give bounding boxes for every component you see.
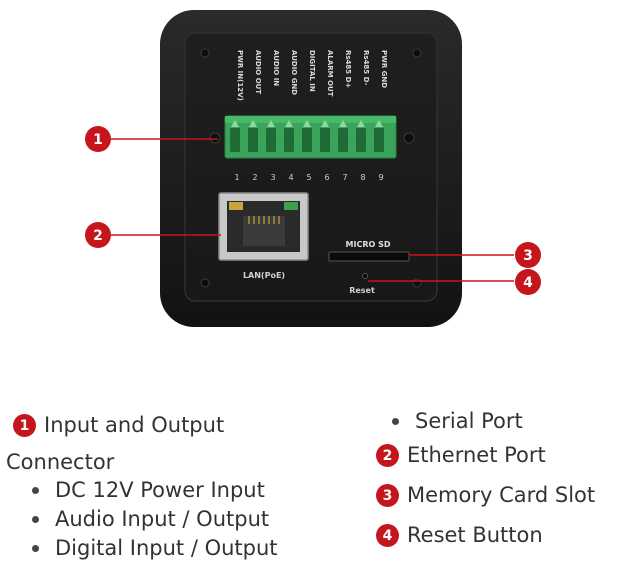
screw-icon bbox=[200, 278, 210, 288]
screw-icon bbox=[209, 132, 221, 144]
pin-label: AUDIO IN bbox=[272, 50, 280, 86]
callout-badge-3: 3 bbox=[515, 242, 541, 268]
badge-icon: 3 bbox=[376, 484, 399, 507]
micro-sd-label: MICRO SD bbox=[346, 240, 391, 249]
legend-item-2-label: Ethernet Port bbox=[407, 443, 546, 467]
badge-icon: 2 bbox=[376, 444, 399, 467]
svg-text:4: 4 bbox=[523, 275, 533, 291]
legend-bullet: Audio Input / Output bbox=[32, 509, 269, 530]
terminal-block bbox=[224, 115, 397, 159]
reset-hole bbox=[362, 273, 368, 279]
pin-number: 8 bbox=[360, 173, 365, 182]
legend-bullet: Serial Port bbox=[392, 411, 523, 432]
bullet-icon bbox=[392, 418, 399, 425]
legend-bullet-label: DC 12V Power Input bbox=[55, 478, 265, 502]
screw-icon bbox=[200, 48, 210, 58]
reset-label: Reset bbox=[349, 286, 375, 295]
svg-text:3: 3 bbox=[523, 248, 533, 264]
pin-label: PWR GND bbox=[380, 50, 388, 88]
legend-item-3: 3 Memory Card Slot bbox=[376, 484, 595, 507]
pin-label: ALARM OUT bbox=[326, 50, 334, 97]
bullet-icon bbox=[32, 545, 39, 552]
legend-bullet-label: Serial Port bbox=[415, 409, 523, 433]
svg-text:2: 2 bbox=[93, 228, 103, 244]
svg-text:1: 1 bbox=[93, 132, 103, 148]
screw-icon bbox=[412, 48, 422, 58]
pin-number: 1 bbox=[234, 173, 239, 182]
legend-item-1: 1 Input and Output bbox=[13, 414, 224, 437]
pin-label: AUDIO OUT bbox=[254, 50, 262, 94]
callout-badge-1: 1 bbox=[85, 126, 111, 152]
pin-label: Rs485 D+ bbox=[344, 50, 352, 88]
micro-sd-slot bbox=[328, 251, 410, 262]
pin-number: 3 bbox=[270, 173, 275, 182]
pin-number: 9 bbox=[378, 173, 383, 182]
screw-icon bbox=[403, 132, 415, 144]
bullet-icon bbox=[32, 516, 39, 523]
pin-number: 2 bbox=[252, 173, 257, 182]
legend-bullet: DC 12V Power Input bbox=[32, 480, 265, 501]
legend-item-4-label: Reset Button bbox=[407, 523, 543, 547]
legend-bullet-label: Audio Input / Output bbox=[55, 507, 270, 531]
pin-number: 7 bbox=[342, 173, 347, 182]
legend-bullet-label: Digital Input / Output bbox=[55, 536, 278, 560]
pin-label: AUDIO GND bbox=[290, 50, 298, 95]
pin-number: 5 bbox=[306, 173, 311, 182]
legend-item-4: 4 Reset Button bbox=[376, 524, 543, 547]
legend-item-2: 2 Ethernet Port bbox=[376, 444, 546, 467]
legend-item-1-label-continued: Connector bbox=[6, 450, 115, 474]
legend-item-1-label: Input and Output bbox=[44, 413, 225, 437]
legend-item-1-continued: Connector bbox=[6, 452, 114, 473]
pin-number: 4 bbox=[288, 173, 293, 182]
badge-icon: 1 bbox=[13, 414, 36, 437]
pin-label: Rs485 D- bbox=[362, 50, 370, 86]
callout-badge-4: 4 bbox=[515, 269, 541, 295]
ethernet-port bbox=[218, 192, 309, 261]
pin-label: PWR IN(12V) bbox=[236, 50, 244, 101]
legend-bullet: Digital Input / Output bbox=[32, 538, 278, 559]
badge-icon: 4 bbox=[376, 524, 399, 547]
device-rear-panel-diagram: PWR IN(12V) AUDIO OUT AUDIO IN AUDIO GND… bbox=[85, 10, 541, 327]
legend-item-3-label: Memory Card Slot bbox=[407, 483, 596, 507]
bullet-icon bbox=[32, 487, 39, 494]
pin-number: 6 bbox=[324, 173, 329, 182]
lan-label: LAN(PoE) bbox=[243, 271, 285, 280]
pin-label: DIGITAL IN bbox=[308, 50, 316, 92]
callout-badge-2: 2 bbox=[85, 222, 111, 248]
